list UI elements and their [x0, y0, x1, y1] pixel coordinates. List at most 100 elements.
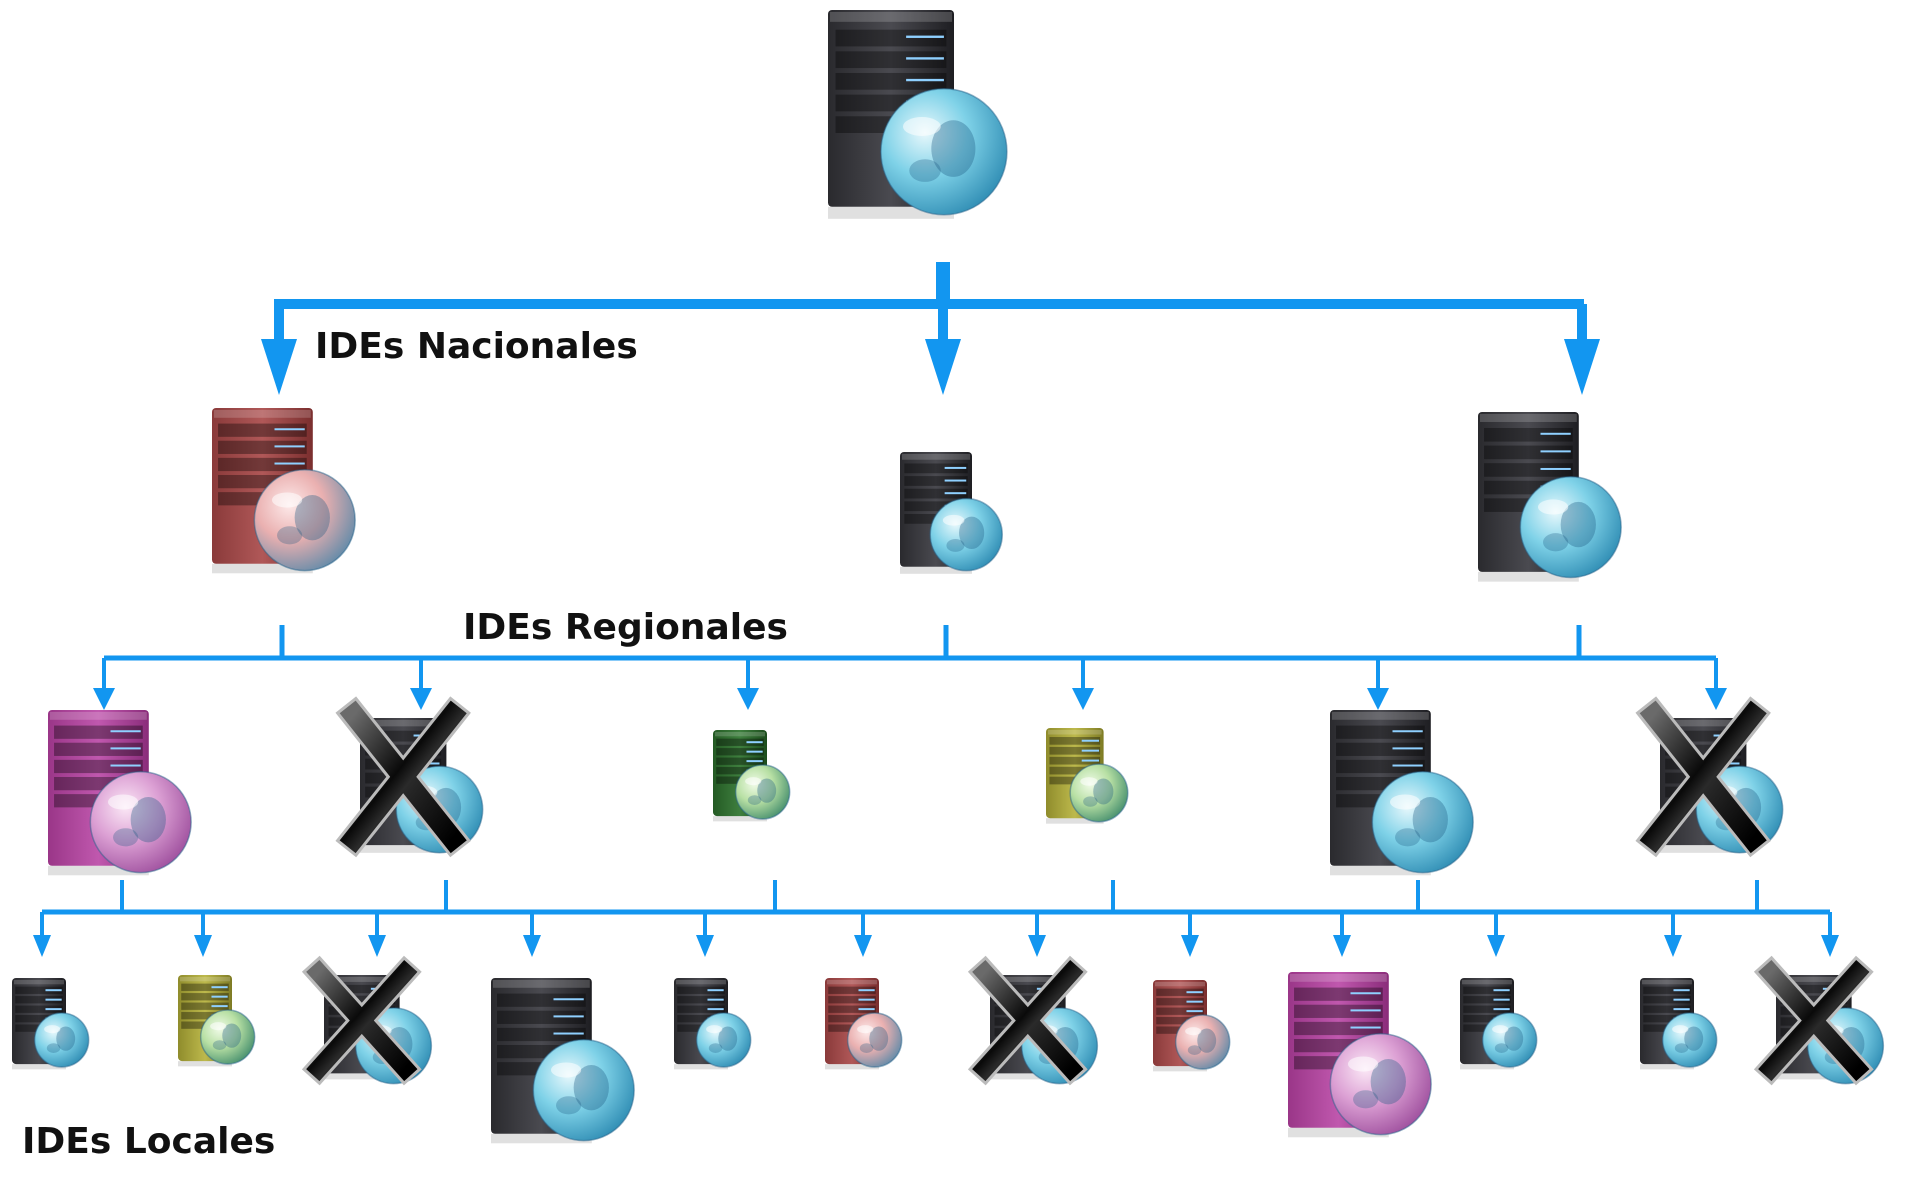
drive-bay: [1643, 996, 1691, 1004]
server-top-bevel: [14, 980, 64, 985]
drive-led: [211, 986, 228, 989]
server-top-bevel: [902, 454, 970, 460]
server-base: [324, 1073, 400, 1080]
x-mark-icon: [335, 696, 471, 858]
drive-bay: [54, 759, 143, 774]
drive-led: [110, 730, 141, 733]
server-base: [491, 1133, 592, 1144]
server-top-bevel: [830, 12, 952, 22]
server-local-4: [491, 978, 635, 1144]
server-base: [1660, 845, 1747, 853]
drive-led: [746, 741, 763, 744]
server-national-3: [1478, 412, 1622, 582]
server-base: [1640, 1064, 1694, 1070]
server-regional-3: [713, 730, 791, 822]
globe-icon: [929, 497, 1003, 572]
drive-led: [1350, 992, 1381, 995]
drive-led: [858, 989, 875, 992]
drive-bay: [677, 1015, 725, 1023]
globe-icon: [1481, 1012, 1538, 1068]
drive-bay: [1463, 1005, 1511, 1013]
globe-icon: [880, 87, 1008, 216]
drive-led: [1186, 1010, 1203, 1013]
arrow-down-icon: [854, 935, 872, 957]
label-ides-locales: IDEs Locales: [22, 1121, 275, 1162]
drive-led: [858, 998, 875, 1001]
server-top-bevel: [1048, 730, 1102, 735]
drive-led: [1673, 1008, 1690, 1011]
server-base: [1046, 818, 1104, 824]
server-regional-1: [48, 710, 192, 876]
drive-bay: [497, 1027, 586, 1042]
drive-bay: [828, 1005, 876, 1013]
server-top-bevel: [1155, 982, 1205, 987]
arrow-down-icon: [410, 688, 432, 710]
server-base: [674, 1064, 728, 1070]
globe-icon: [1329, 1033, 1432, 1136]
drive-led: [1081, 749, 1099, 752]
server-national-2: [900, 452, 1003, 574]
server-base: [1478, 571, 1579, 582]
drive-bay: [1156, 998, 1204, 1006]
drive-bay: [1156, 1017, 1204, 1025]
globe-icon: [734, 764, 791, 820]
server-base: [990, 1073, 1066, 1080]
server-top-bevel: [214, 410, 311, 418]
drive-bay: [835, 51, 947, 69]
server-local-11: [1640, 978, 1718, 1070]
drive-bay: [1156, 1007, 1204, 1015]
server-base: [900, 566, 972, 574]
drive-led: [906, 35, 944, 38]
drive-bay: [677, 986, 725, 994]
server-base: [178, 1061, 232, 1067]
server-top-bevel: [1480, 414, 1577, 422]
drive-led: [1081, 759, 1099, 762]
drive-bay: [1484, 463, 1573, 477]
drive-bay: [181, 1012, 229, 1020]
drive-led: [1392, 764, 1423, 767]
drive-led: [274, 445, 305, 448]
server-local-7: [967, 955, 1099, 1086]
drive-led: [553, 998, 584, 1001]
drive-led: [45, 998, 62, 1001]
server-local-9: [1288, 972, 1432, 1138]
drive-bay: [904, 476, 968, 486]
drive-bay: [365, 744, 442, 756]
globe-icon: [89, 771, 192, 874]
globe-icon: [532, 1039, 635, 1142]
drive-led: [707, 1008, 724, 1011]
drive-led: [1186, 1000, 1203, 1003]
server-local-3: [301, 955, 433, 1086]
arrow-down-icon: [1705, 688, 1727, 710]
drive-led: [45, 1008, 62, 1011]
globe-icon: [1174, 1014, 1231, 1070]
globe-icon: [253, 469, 356, 572]
drive-bay: [15, 996, 63, 1004]
globe-icon: [1069, 763, 1129, 823]
drive-led: [1350, 1026, 1381, 1029]
drive-led: [553, 1032, 584, 1035]
arrow-down-icon: [368, 935, 386, 957]
drive-bay: [1780, 995, 1848, 1005]
drive-bay: [1665, 730, 1742, 742]
drive-bay: [904, 463, 968, 474]
server-nodes: [12, 10, 1885, 1144]
arrow-down-icon: [1664, 935, 1682, 957]
server-base: [212, 563, 313, 574]
drive-bay: [497, 1010, 586, 1024]
globe-icon: [1661, 1012, 1718, 1068]
label-ides-regionales: IDEs Regionales: [463, 607, 788, 648]
server-top-bevel: [715, 732, 765, 737]
server-base: [1460, 1064, 1514, 1070]
server-top-bevel: [827, 980, 877, 985]
server-base: [825, 1064, 879, 1070]
server-local-6: [825, 978, 903, 1070]
drive-bay: [1484, 445, 1573, 460]
drive-led: [858, 1008, 875, 1011]
drive-bay: [904, 488, 968, 499]
drive-bay: [218, 423, 307, 437]
drive-led: [746, 750, 763, 753]
server-local-2: [178, 975, 256, 1067]
server-base: [12, 1064, 66, 1070]
drive-bay: [218, 440, 307, 454]
